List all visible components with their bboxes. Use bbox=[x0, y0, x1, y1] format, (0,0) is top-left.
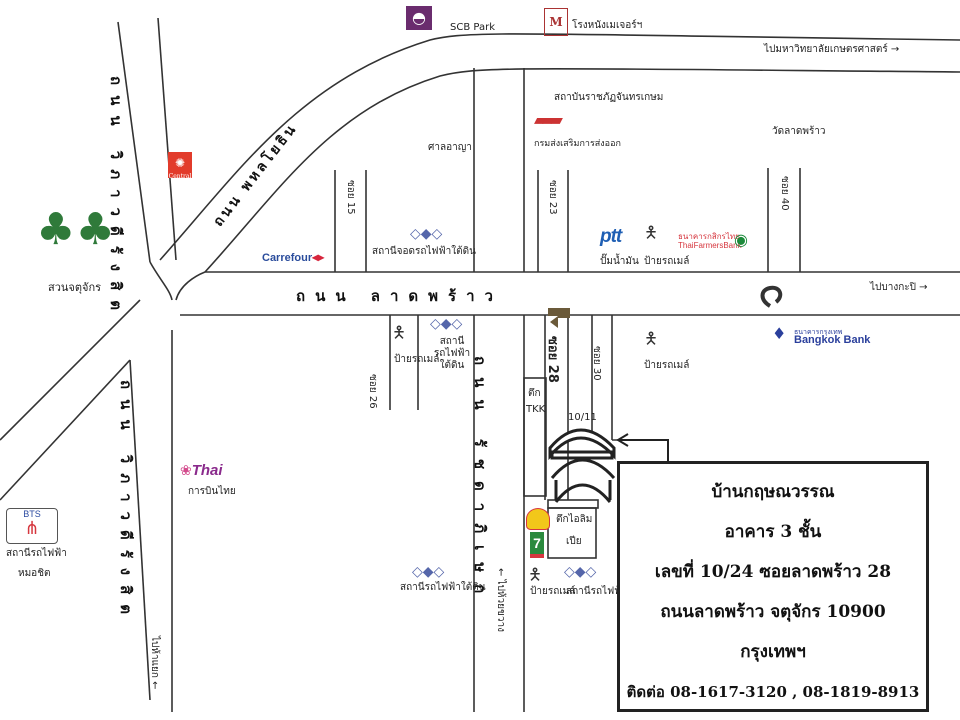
tkk-building-th-label: ตึก bbox=[528, 388, 541, 399]
junction-curve bbox=[149, 261, 173, 301]
gas-station-label: ปั๊มน้ำมัน bbox=[600, 256, 639, 267]
scb-logo: ◓ bbox=[406, 6, 432, 30]
to-victory-label: ไปห้าแยก ← bbox=[149, 636, 160, 690]
building-description: อาคาร 3 ชั้น bbox=[724, 522, 822, 542]
address-info-box: บ้านกฤษณวรรณ อาคาร 3 ชั้น เลขที่ 10/24 ซ… bbox=[617, 461, 929, 712]
bus-stop-icon-2: 🯅 bbox=[644, 329, 659, 348]
export-dept-logo: ▰▰▰ bbox=[534, 110, 563, 129]
bangkok-bank-label: Bangkok Bank bbox=[794, 334, 871, 346]
to-mo-chit-edge-north bbox=[0, 299, 141, 441]
bts-station-label: สถานีรถไฟฟ้า bbox=[6, 548, 67, 559]
soi-28-label: ซอย 28 bbox=[545, 336, 560, 383]
bts-station-name: หมอชิต bbox=[18, 568, 51, 579]
soi-23-label: ซอย 23 bbox=[547, 180, 558, 215]
block-east bbox=[612, 439, 669, 461]
contact-phone: ติดต่อ 08-1617-3120 , 08-1819-8913 bbox=[626, 683, 920, 701]
thai-airways-logo: ❀Thai bbox=[180, 462, 223, 479]
bus-stop-label-1: ป้ายรถเมล์ bbox=[644, 256, 690, 267]
vibhavadi-road-edge-west-lower bbox=[129, 359, 151, 701]
street-address: เลขที่ 10/24 ซอยลาดพร้าว 28 bbox=[654, 562, 892, 582]
bus-stop-icon-1: 🯅 bbox=[644, 223, 659, 242]
road-district: ถนนลาดพร้าว จตุจักร 10900 bbox=[660, 602, 886, 622]
u-turn-arrow-icon bbox=[760, 285, 783, 308]
thai-airways-label: การบินไทย bbox=[188, 486, 236, 497]
to-kasetsart-label: ไปมหาวิทยาลัยเกษตรศาสตร์ → bbox=[764, 44, 900, 55]
bts-icon: ⋔ bbox=[24, 518, 40, 538]
pointer-arrow bbox=[616, 433, 669, 461]
bus-stop-label-2: ป้ายรถเมล์ bbox=[644, 360, 690, 371]
city-name: กรุงเทพฯ bbox=[740, 642, 806, 662]
unit-1011-label: 10/11 bbox=[568, 412, 597, 423]
underground-station-label-1: สถานีรถไฟฟ้าใต้ดิน bbox=[433, 336, 471, 371]
central-logo: ✺Central bbox=[168, 152, 192, 180]
vibhavadi-road-edge-west-upper bbox=[117, 21, 151, 263]
mrt-logo-3: ◇◆◇ bbox=[412, 564, 445, 580]
bus-stop-icon-4: 🯅 bbox=[528, 565, 543, 584]
seven-eleven-logo: 7 bbox=[530, 532, 544, 558]
major-cinema-logo: M bbox=[544, 8, 568, 36]
phahon-yothin-edge-north bbox=[159, 33, 960, 261]
bus-stop-label-3: ป้ายรถเมล์ bbox=[394, 354, 440, 365]
chandrakasem-label: สถาบันราชภัฏจันทรเกษม bbox=[554, 92, 664, 103]
phahon-yothin-edge-south bbox=[204, 67, 960, 273]
vibhavadi-road-edge-east-upper bbox=[157, 17, 177, 261]
underground-station-label-3: สถานีรถไฟฟ้า bbox=[566, 586, 627, 597]
export-dept-label: กรมส่งเสริมการส่งออก bbox=[534, 139, 621, 149]
turn-arrow-icon bbox=[548, 308, 570, 328]
thai-icon: ❀ bbox=[180, 463, 192, 479]
soi-30-label: ซอย 30 bbox=[591, 346, 602, 381]
shell-logo bbox=[526, 508, 550, 530]
pier-label: เปีย bbox=[566, 536, 582, 547]
road-vibhavadi-upper: ถนน วิภาวดีรังสิต bbox=[107, 76, 125, 320]
ptt-logo: ptt bbox=[600, 226, 622, 247]
to-mo-chit-edge-south bbox=[0, 359, 131, 501]
to-huai-khwang-label: ← ไปห้วยขวาง bbox=[495, 568, 506, 632]
ilom-building-label: ตึกไอลิม bbox=[556, 514, 593, 525]
underground-station-label-2: สถานีรถไฟฟ้าใต้ดิน bbox=[400, 582, 486, 593]
kbank-icon: ◉ bbox=[734, 230, 748, 249]
mrt-logo-2: ◇◆◇ bbox=[430, 316, 463, 332]
bts-logo: BTS⋔ bbox=[6, 508, 58, 544]
bus-stop-label-4: ป้ายรถเมล์ bbox=[530, 586, 576, 597]
tree-icon: ♣♣ bbox=[36, 204, 115, 255]
soi-40-label: ซอย 40 bbox=[779, 176, 790, 211]
place-name: บ้านกฤษณวรรณ bbox=[711, 482, 835, 502]
chatuchak-park-label: สวนจตุจักร bbox=[48, 281, 102, 294]
to-bang-kapi-label: ไปบางกะปิ → bbox=[870, 282, 928, 293]
scb-park-label: SCB Park bbox=[450, 22, 495, 33]
mrt-logo-4: ◇◆◇ bbox=[564, 564, 597, 580]
carrefour-logo: Carrefour◂▸ bbox=[262, 250, 325, 264]
tkk-building-box bbox=[523, 377, 547, 497]
carrefour-icon: ◂▸ bbox=[312, 250, 325, 264]
road-vibhavadi-lower: ถนน วิภาวดีรังสิต bbox=[117, 380, 135, 624]
san-aya-label: ศาลอาญา bbox=[428, 142, 472, 153]
junction-curve-2 bbox=[175, 271, 206, 301]
road-ratchadaphisek: ถนน รัชดาภิเษก bbox=[471, 356, 489, 606]
soi-26-label: ซอย 26 bbox=[367, 374, 378, 409]
mrt-logo-1: ◇◆◇ bbox=[410, 226, 443, 242]
pier-box bbox=[547, 499, 599, 509]
bangkok-bank-th-label: ธนาคารกรุงเทพ bbox=[794, 328, 843, 336]
tkk-building-en-label: TKK bbox=[526, 404, 546, 415]
wat-lat-phrao-label: วัดลาดพร้าว bbox=[772, 126, 826, 137]
target-building-icon bbox=[548, 428, 616, 503]
soi-15-label: ซอย 15 bbox=[345, 180, 356, 215]
bus-stop-icon-3: 🯅 bbox=[392, 323, 407, 342]
major-cinema-label: โรงหนังเมเจอร์ฯ bbox=[572, 20, 643, 31]
road-lat-phrao: ถนน ลาดพร้าว bbox=[296, 287, 503, 305]
bangkok-bank-icon: ♦ bbox=[772, 324, 787, 343]
underground-depot-label: สถานีจอดรถไฟฟ้าใต้ดิน bbox=[372, 246, 476, 257]
